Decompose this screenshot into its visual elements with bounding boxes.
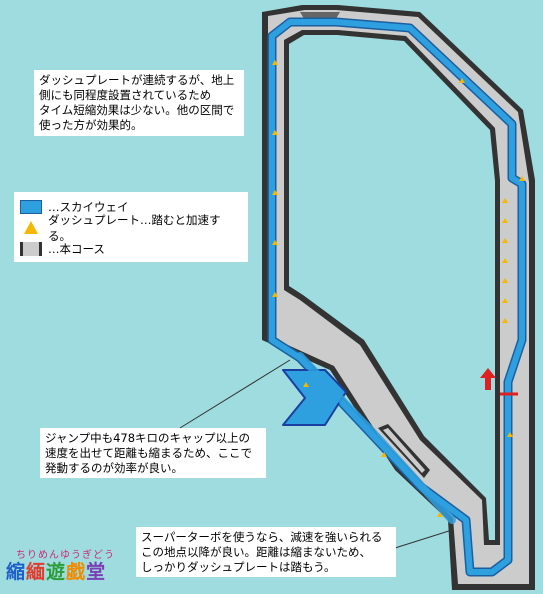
dash-plate — [502, 218, 508, 223]
logo-title: 縮緬遊戯堂 — [6, 561, 136, 583]
logo-char: 堂 — [86, 561, 107, 583]
note-bottom: スーパーターボを使うなら、減速を強いられる この地点以降が良い。距離は縮まないた… — [136, 527, 396, 577]
course-infield-fill — [289, 35, 495, 540]
dash-plates — [272, 60, 525, 517]
logo-char: 緬 — [26, 561, 47, 583]
dash-plate — [272, 130, 278, 135]
logo-char: 縮 — [6, 561, 27, 583]
dash-plate — [519, 176, 525, 181]
dash-plate — [502, 318, 508, 323]
main-course — [262, 5, 535, 590]
logo-char: 遊 — [46, 561, 67, 583]
note-middle: ジャンプ中も478キロのキャップ以上の 速度を出せて距離も縮まるため、ここで 発… — [40, 428, 266, 478]
logo-reading: ちりめんゆうぎどう — [16, 550, 115, 561]
callout-line-bottom — [394, 529, 453, 549]
dash-plate — [507, 432, 513, 437]
legend-row-main-course: …本コース — [20, 238, 242, 259]
skyway-route — [267, 17, 527, 577]
dash-plate — [437, 512, 443, 517]
dash-plate — [381, 452, 387, 457]
legend-main-course-label: …本コース — [48, 241, 105, 256]
callout-line-middle — [179, 359, 291, 429]
skyway-swatch-icon — [20, 199, 42, 214]
dash-plate — [502, 238, 508, 243]
dash-plate — [502, 298, 508, 303]
logo-char: 戯 — [66, 561, 87, 583]
legend-skyway-label: …スカイウェイ — [48, 199, 129, 214]
course-swatch-icon — [20, 241, 42, 256]
legend-row-skyway: …スカイウェイ — [20, 196, 242, 217]
dash-plate — [303, 382, 309, 387]
dash-plate — [502, 258, 508, 263]
dash-plate — [272, 190, 278, 195]
legend-dash-plate-label: ダッシュプレート…踏むと加速する。 — [48, 212, 221, 243]
site-logo: ちりめんゆうぎどう 縮緬遊戯堂 — [6, 546, 136, 583]
dash-plate — [272, 60, 278, 65]
dash-plate — [272, 292, 278, 297]
dash-plate — [459, 78, 465, 83]
dash-plate — [272, 240, 278, 245]
skyway-diagonal — [296, 352, 456, 524]
course-slot-inner — [383, 428, 425, 473]
dash-plate-icon — [24, 221, 38, 234]
legend: …スカイウェイ ダッシュプレート…踏むと加速する。 …本コース — [14, 192, 248, 262]
note-top: ダッシュプレートが連続するが、地上 側にも同程度設置されているため タイム短縮効… — [34, 70, 244, 136]
start-arrow-icon — [480, 368, 496, 390]
dash-plate — [502, 198, 508, 203]
dash-plate — [502, 278, 508, 283]
legend-row-dash-plate: ダッシュプレート…踏むと加速する。 — [20, 213, 242, 243]
skyway-line-fill — [269, 19, 525, 575]
